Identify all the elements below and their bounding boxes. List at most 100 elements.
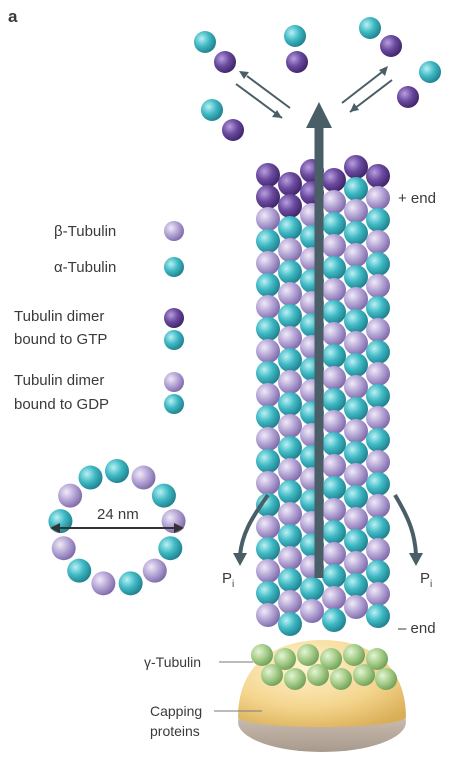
beta-tubulin <box>256 427 280 451</box>
alpha-tubulin <box>278 568 302 592</box>
alpha-tubulin <box>256 537 280 561</box>
free-gtp-tubulin <box>380 35 402 57</box>
ring-protofilament <box>152 484 176 508</box>
alpha-tubulin <box>256 273 280 297</box>
alpha-tubulin <box>344 309 368 333</box>
alpha-tubulin <box>322 344 346 368</box>
alpha-tubulin <box>322 608 346 632</box>
alpha-tubulin <box>366 384 390 408</box>
alpha-tubulin <box>366 516 390 540</box>
alpha-tubulin <box>344 353 368 377</box>
alpha-tubulin <box>344 177 368 201</box>
beta-tubulin <box>344 595 368 619</box>
phosphate-arrow-right <box>395 495 423 566</box>
free-gtp-tubulin <box>286 51 308 73</box>
ring-diameter-label: 24 nm <box>97 506 139 523</box>
legend-beta-label: β-Tubulin <box>54 223 116 240</box>
alpha-tubulin <box>278 392 302 416</box>
alpha-tubulin <box>322 256 346 280</box>
beta-tubulin <box>256 603 280 627</box>
beta-tubulin <box>344 331 368 355</box>
alpha-tubulin <box>344 573 368 597</box>
free-alpha-tubulin <box>284 25 306 47</box>
microtubule <box>251 155 397 690</box>
gamma-tubulin-label: γ-Tubulin <box>144 654 201 670</box>
alpha-tubulin <box>278 260 302 284</box>
beta-tubulin <box>344 375 368 399</box>
gtp-tubulin <box>278 194 302 218</box>
beta-tubulin <box>366 406 390 430</box>
ring-protofilament <box>143 559 167 583</box>
minus-end-label: – end <box>398 620 436 637</box>
legend-alpha-swatch <box>164 257 184 277</box>
alpha-tubulin <box>366 296 390 320</box>
alpha-tubulin <box>322 564 346 588</box>
beta-tubulin <box>256 515 280 539</box>
free-alpha-tubulin <box>201 99 223 121</box>
phosphate-label-left: Pi <box>222 570 234 590</box>
free-gtp-tubulin <box>397 86 419 108</box>
ring-protofilament <box>48 509 72 533</box>
free-alpha-tubulin <box>194 31 216 53</box>
beta-tubulin <box>322 234 346 258</box>
alpha-tubulin <box>366 472 390 496</box>
beta-tubulin <box>344 463 368 487</box>
plus-end-label: + end <box>398 190 436 207</box>
beta-tubulin <box>344 287 368 311</box>
alpha-tubulin <box>344 265 368 289</box>
alpha-tubulin <box>344 441 368 465</box>
alpha-tubulin <box>344 221 368 245</box>
beta-tubulin <box>322 542 346 566</box>
ring-protofilament <box>119 571 143 595</box>
alpha-tubulin <box>322 476 346 500</box>
equilibrium-arrows-right <box>342 66 392 112</box>
alpha-tubulin <box>256 361 280 385</box>
beta-tubulin <box>278 326 302 350</box>
gtp-tubulin <box>344 155 368 179</box>
beta-tubulin <box>256 295 280 319</box>
legend-gtp-beta-swatch <box>164 308 184 328</box>
free-gtp-tubulin <box>214 51 236 73</box>
ring-protofilament <box>158 536 182 560</box>
alpha-tubulin <box>322 388 346 412</box>
panel-label: a <box>8 7 18 26</box>
beta-tubulin <box>344 419 368 443</box>
alpha-tubulin <box>256 317 280 341</box>
beta-tubulin <box>322 498 346 522</box>
beta-tubulin <box>366 186 390 210</box>
alpha-tubulin <box>344 485 368 509</box>
alpha-tubulin <box>366 208 390 232</box>
beta-tubulin <box>278 458 302 482</box>
alpha-tubulin <box>278 524 302 548</box>
legend-gtp-alpha-swatch <box>164 330 184 350</box>
beta-tubulin <box>256 471 280 495</box>
ring-protofilament <box>58 484 82 508</box>
beta-tubulin <box>278 282 302 306</box>
gamma-tubulin <box>284 668 306 690</box>
gamma-tubulin <box>343 644 365 666</box>
beta-tubulin <box>344 507 368 531</box>
free-alpha-tubulin <box>419 61 441 83</box>
gtp-tubulin <box>256 185 280 209</box>
alpha-tubulin <box>366 428 390 452</box>
alpha-tubulin <box>256 405 280 429</box>
capping-label-line1: Capping <box>150 703 202 719</box>
alpha-tubulin <box>366 252 390 276</box>
beta-tubulin <box>366 318 390 342</box>
beta-tubulin <box>256 383 280 407</box>
beta-tubulin <box>278 414 302 438</box>
beta-tubulin <box>322 410 346 434</box>
beta-tubulin <box>322 278 346 302</box>
beta-tubulin <box>322 366 346 390</box>
legend-alpha-label: α-Tubulin <box>54 259 116 276</box>
gamma-tubulin <box>353 664 375 686</box>
alpha-tubulin <box>344 529 368 553</box>
gamma-tubulin <box>330 668 352 690</box>
ring-protofilament <box>52 536 76 560</box>
alpha-tubulin <box>278 436 302 460</box>
beta-tubulin <box>344 243 368 267</box>
alpha-tubulin <box>322 212 346 236</box>
alpha-tubulin <box>256 581 280 605</box>
gtp-tubulin <box>278 172 302 196</box>
